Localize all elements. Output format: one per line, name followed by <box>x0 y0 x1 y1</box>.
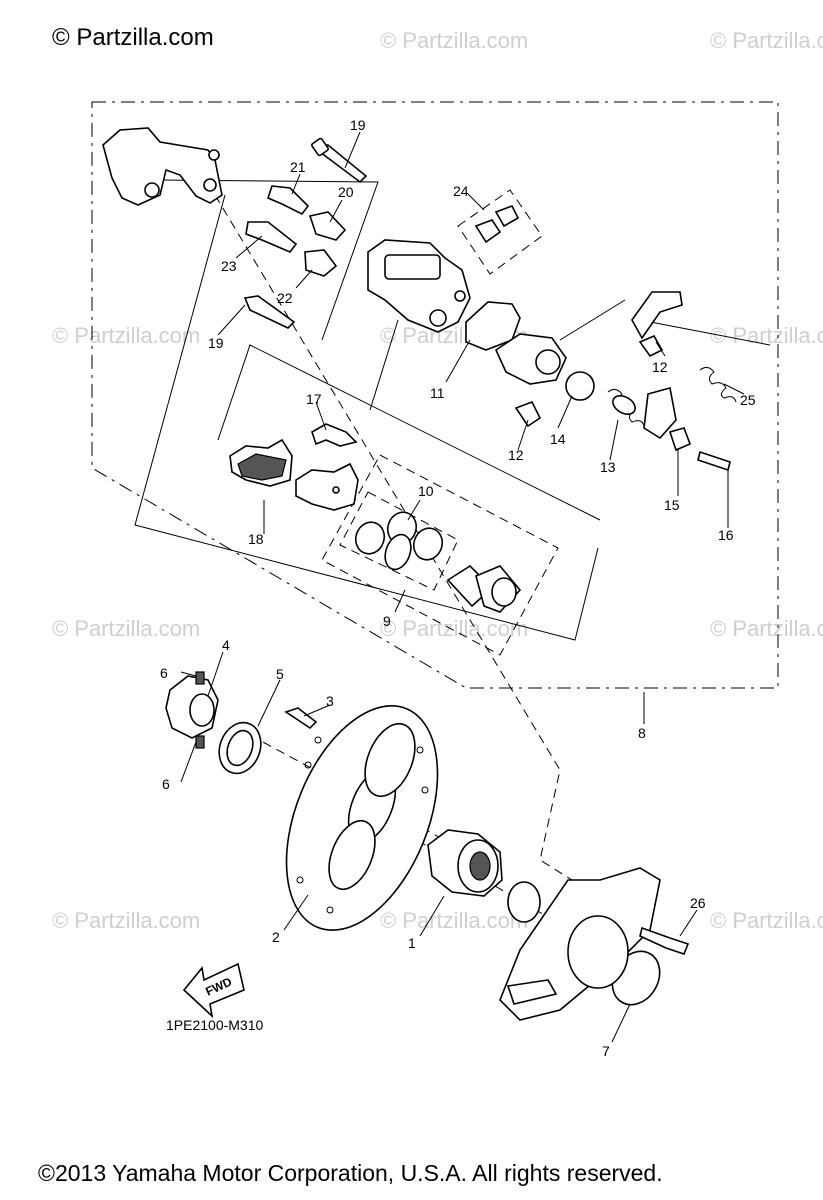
footer-copyright: ©2013 Yamaha Motor Corporation, U.S.A. A… <box>38 1160 663 1186</box>
callout-17: 17 <box>306 391 322 407</box>
callout-26: 26 <box>690 895 706 911</box>
callout-21: 21 <box>290 159 306 175</box>
watermark: © Partzilla.com <box>52 908 200 933</box>
caliper-assembly-boundary <box>91 101 779 689</box>
callout-8: 8 <box>638 725 646 741</box>
pad-shim <box>311 423 358 447</box>
caliper-mount-bracket <box>499 867 661 1021</box>
watermark: © Partzilla.com <box>380 616 528 641</box>
bleeder-kit-boundary <box>457 189 543 275</box>
piston-kit-boundary <box>321 454 559 656</box>
cable-bracket <box>631 291 737 472</box>
piston-seals <box>354 511 444 571</box>
callout-22: 22 <box>277 290 293 306</box>
callout-2: 2 <box>272 929 280 945</box>
diagram-code: 1PE2100-M310 <box>166 1017 264 1033</box>
caliper-bracket <box>102 127 223 206</box>
washer <box>218 721 262 775</box>
callout-numbers: 19 21 20 24 23 22 19 11 12 25 17 12 14 1… <box>160 117 756 1059</box>
callout-20: 20 <box>338 184 354 200</box>
watermark: © Partzilla.com <box>380 908 528 933</box>
callout-10: 10 <box>418 483 434 499</box>
gasket <box>465 301 521 351</box>
callout-5: 5 <box>276 666 284 682</box>
disc-bolt <box>284 707 318 730</box>
axle-nut <box>165 671 219 749</box>
fwd-arrow: FWD <box>182 962 245 1019</box>
callout-14: 14 <box>550 431 566 447</box>
site-copyright: © Partzilla.com <box>52 24 214 51</box>
callout-25: 25 <box>740 392 756 408</box>
slide-pins <box>243 137 368 329</box>
callout-15: 15 <box>664 497 680 513</box>
spring <box>607 388 645 427</box>
callout-11: 11 <box>430 385 445 401</box>
parking-lever <box>494 333 595 428</box>
callout-24: 24 <box>453 183 469 199</box>
pistons <box>446 564 522 613</box>
watermark: © Partzilla.com <box>52 616 200 641</box>
watermark: © Partzilla.com <box>380 28 528 53</box>
bracket-bolt <box>639 926 690 955</box>
watermark: © Partzilla.com <box>710 908 823 933</box>
brake-hub <box>427 829 503 897</box>
watermark: © Partzilla.com <box>52 323 200 348</box>
watermarks: © Partzilla.com © Partzilla.com © Partzi… <box>52 28 823 933</box>
callout-1: 1 <box>408 935 416 951</box>
callout-9: 9 <box>383 613 391 629</box>
callout-6: 6 <box>162 776 170 792</box>
callout-12: 12 <box>508 447 524 463</box>
callout-4: 4 <box>222 637 230 653</box>
callout-19: 19 <box>208 335 224 351</box>
caliper-body <box>367 239 471 333</box>
leader-lines <box>180 131 745 1043</box>
bleeder-screw <box>474 204 520 244</box>
watermark: © Partzilla.com <box>710 616 823 641</box>
watermark: © Partzilla.com <box>710 28 823 53</box>
callout-7: 7 <box>602 1043 610 1059</box>
seal-kit-boundary <box>339 491 459 591</box>
callout-13: 13 <box>600 459 616 475</box>
callout-23: 23 <box>221 258 237 274</box>
brake-pads <box>229 438 359 511</box>
callout-18: 18 <box>248 531 264 547</box>
callout-19: 19 <box>350 117 366 133</box>
callout-16: 16 <box>718 527 734 543</box>
callout-12: 12 <box>652 359 668 375</box>
callout-6: 6 <box>160 665 168 681</box>
callout-3: 3 <box>326 693 334 709</box>
brake-disc <box>285 705 439 931</box>
